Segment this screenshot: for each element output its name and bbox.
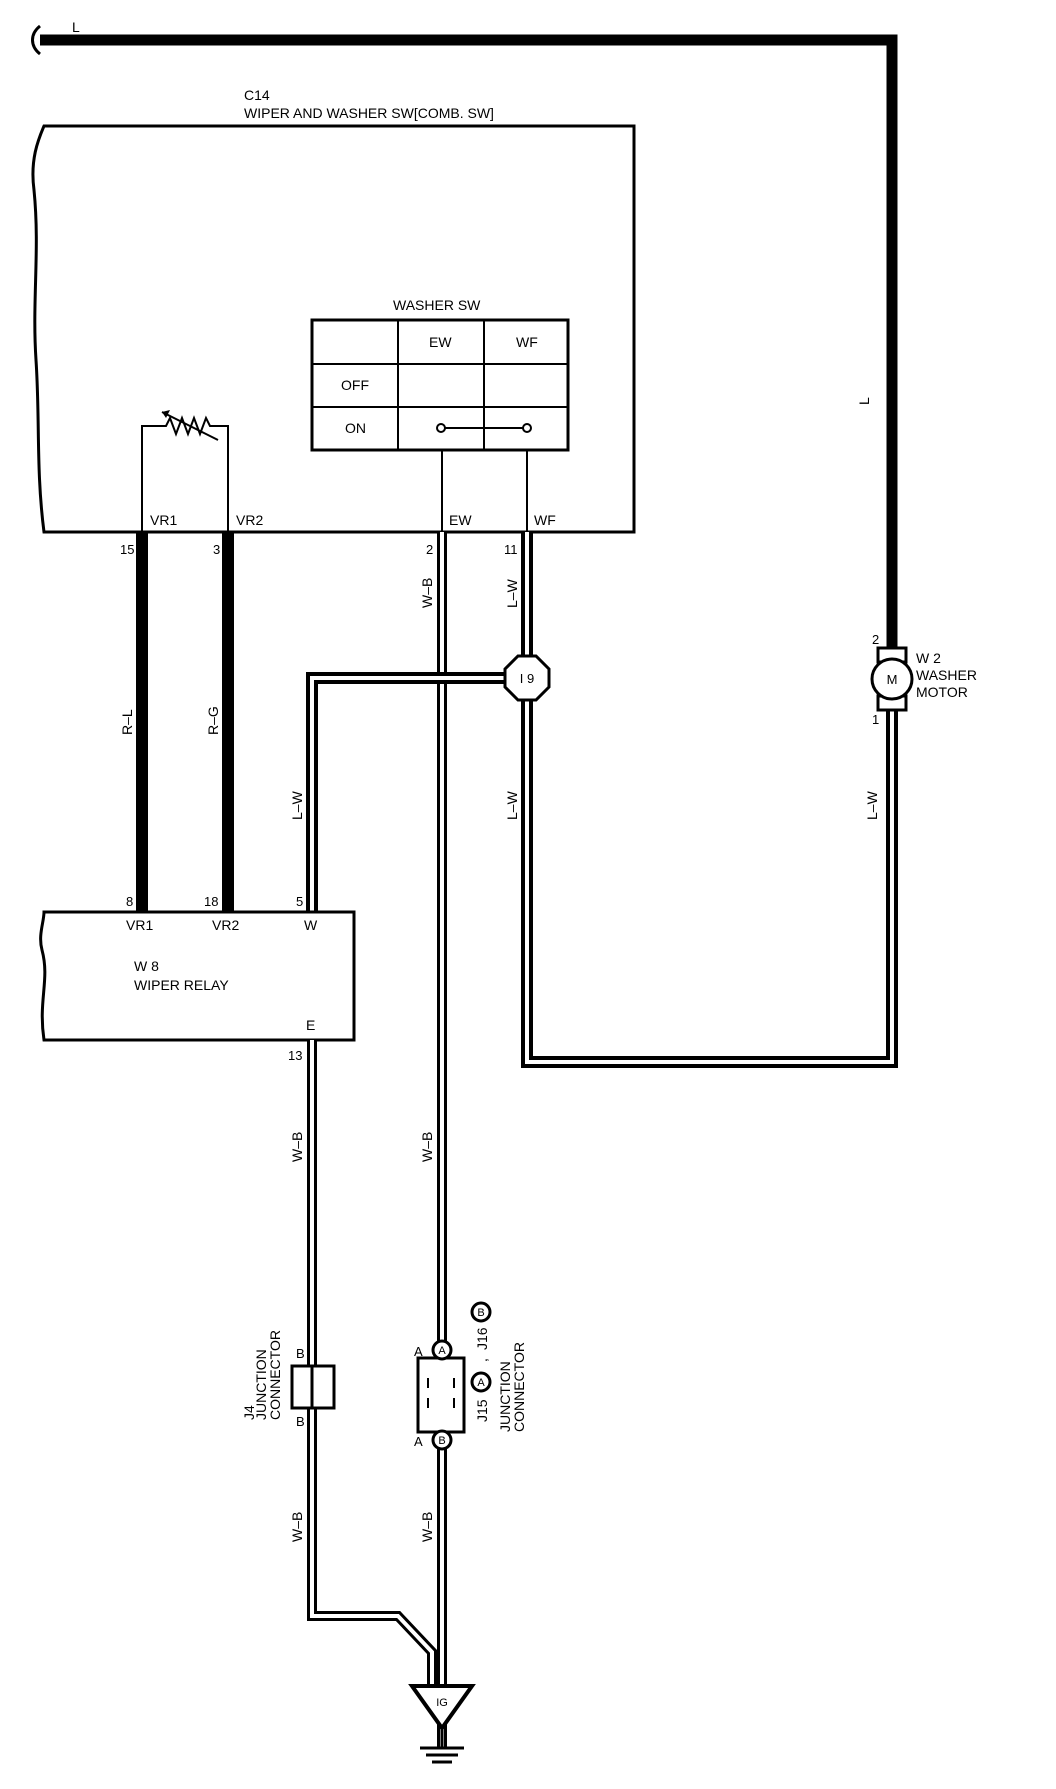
relay-pin-e-num: 13 [288,1048,302,1063]
wire-relay-e: W–B W–B [289,1040,437,1700]
j15-pin-bottom: A [414,1434,423,1449]
motor-pin-top: 2 [872,632,879,647]
motor-name-line2: MOTOR [916,684,968,700]
relay-pin-w-num: 5 [296,894,303,909]
switch-code: C14 [244,87,270,103]
combination-switch: C14 WIPER AND WASHER SW[COMB. SW] [31,87,636,534]
motor-symbol: M [887,672,898,687]
switch-pin-wf: WF [534,512,556,528]
switch-pin-ew-num: 2 [426,542,433,557]
motor-name-line1: WASHER [916,667,977,683]
switch-pin-ew: EW [449,512,472,528]
wire-vr2: R–G [205,532,234,912]
wire-relay-e-label: W–B [289,1132,305,1162]
j4-line2: CONNECTOR [267,1330,283,1420]
washer-row-on: ON [345,420,366,436]
j15-code: J15 [474,1399,490,1422]
ground-label: IG [436,1697,448,1709]
wire-vr2-label: R–G [205,706,221,735]
j15-circle-top: A [438,1345,446,1357]
washer-switch-table: WASHER SW EW WF OFF ON [310,297,570,452]
j15-line2: CONNECTOR [511,1342,527,1432]
relay-pin-e: E [306,1017,315,1033]
relay-code: W 8 [134,958,159,974]
washer-row-off: OFF [341,377,369,393]
relay-pin-vr1: VR1 [126,917,153,933]
j4-junction-connector: B B J4 JUNCTION CONNECTOR [241,1330,336,1429]
j16-code: J16 [474,1327,490,1350]
wire-vr1: R–L [119,532,148,912]
wire-ew-label: W–B [419,578,435,608]
washer-col-wf: WF [516,334,538,350]
wire-j4-lower-label: W–B [289,1512,305,1542]
wire-relay-w-label: L–W [289,790,305,820]
washer-col-ew: EW [429,334,452,350]
wire-wf: L–W L–W L–W [504,532,898,1068]
motor-code: W 2 [916,650,941,666]
wire-top-l: L [31,19,898,660]
junction-i9-label: I 9 [520,671,534,686]
wire-motor-down-label: L–W [864,790,880,820]
relay-pin-vr2-num: 18 [204,894,218,909]
junction-i9: I 9 [503,654,551,702]
variable-resistor [141,410,229,532]
j15-circle-bottom: B [438,1435,445,1447]
wire-wf-label: L–W [504,578,520,608]
j16-code-circle: B [477,1307,484,1319]
wire-ew-lower-label: W–B [419,1132,435,1162]
switch-pin-wf-num: 11 [504,542,518,557]
j15-j16-junction-connector: A B A A A B J15 , J16 JUNCTION CONNECTOR [414,1301,527,1451]
ground-ig: IG [408,1684,476,1764]
j4-code: J4 [241,1405,257,1420]
j15-sep: , [474,1358,490,1362]
switch-pin-vr1: VR1 [150,512,177,528]
washer-motor: M 2 1 W 2 WASHER MOTOR [870,632,977,727]
relay-pin-w: W [304,917,318,933]
wire-right-l-label: L [856,397,872,405]
relay-pin-vr1-num: 8 [126,894,133,909]
switch-pin-vr2: VR2 [236,512,263,528]
washer-table-title: WASHER SW [393,297,481,313]
relay-name: WIPER RELAY [134,977,229,993]
switch-pin-vr2-num: 3 [213,542,220,557]
j15-pin-top: A [414,1344,423,1359]
j15-code-circle: A [477,1377,485,1389]
j4-pin-top: B [296,1346,305,1361]
motor-pin-bottom: 1 [872,712,879,727]
wire-j15-lower-label: W–B [419,1512,435,1542]
wire-i9-down-label: L–W [504,790,520,820]
j4-line1: JUNCTION [253,1349,269,1420]
wire-vr1-label: R–L [119,709,135,735]
switch-pin-vr1-num: 15 [120,542,134,557]
wire-ew: W–B W–B W–B [419,532,447,1748]
wiper-relay: W 8 WIPER RELAY VR1 VR2 W E 8 18 5 13 [39,894,356,1063]
j15-line1: JUNCTION [497,1361,513,1432]
wire-relay-w: L–W [289,672,527,912]
wire-top-l-label: L [72,19,80,35]
relay-pin-vr2: VR2 [212,917,239,933]
switch-name: WIPER AND WASHER SW[COMB. SW] [244,105,494,121]
j4-pin-bottom: B [296,1414,305,1429]
